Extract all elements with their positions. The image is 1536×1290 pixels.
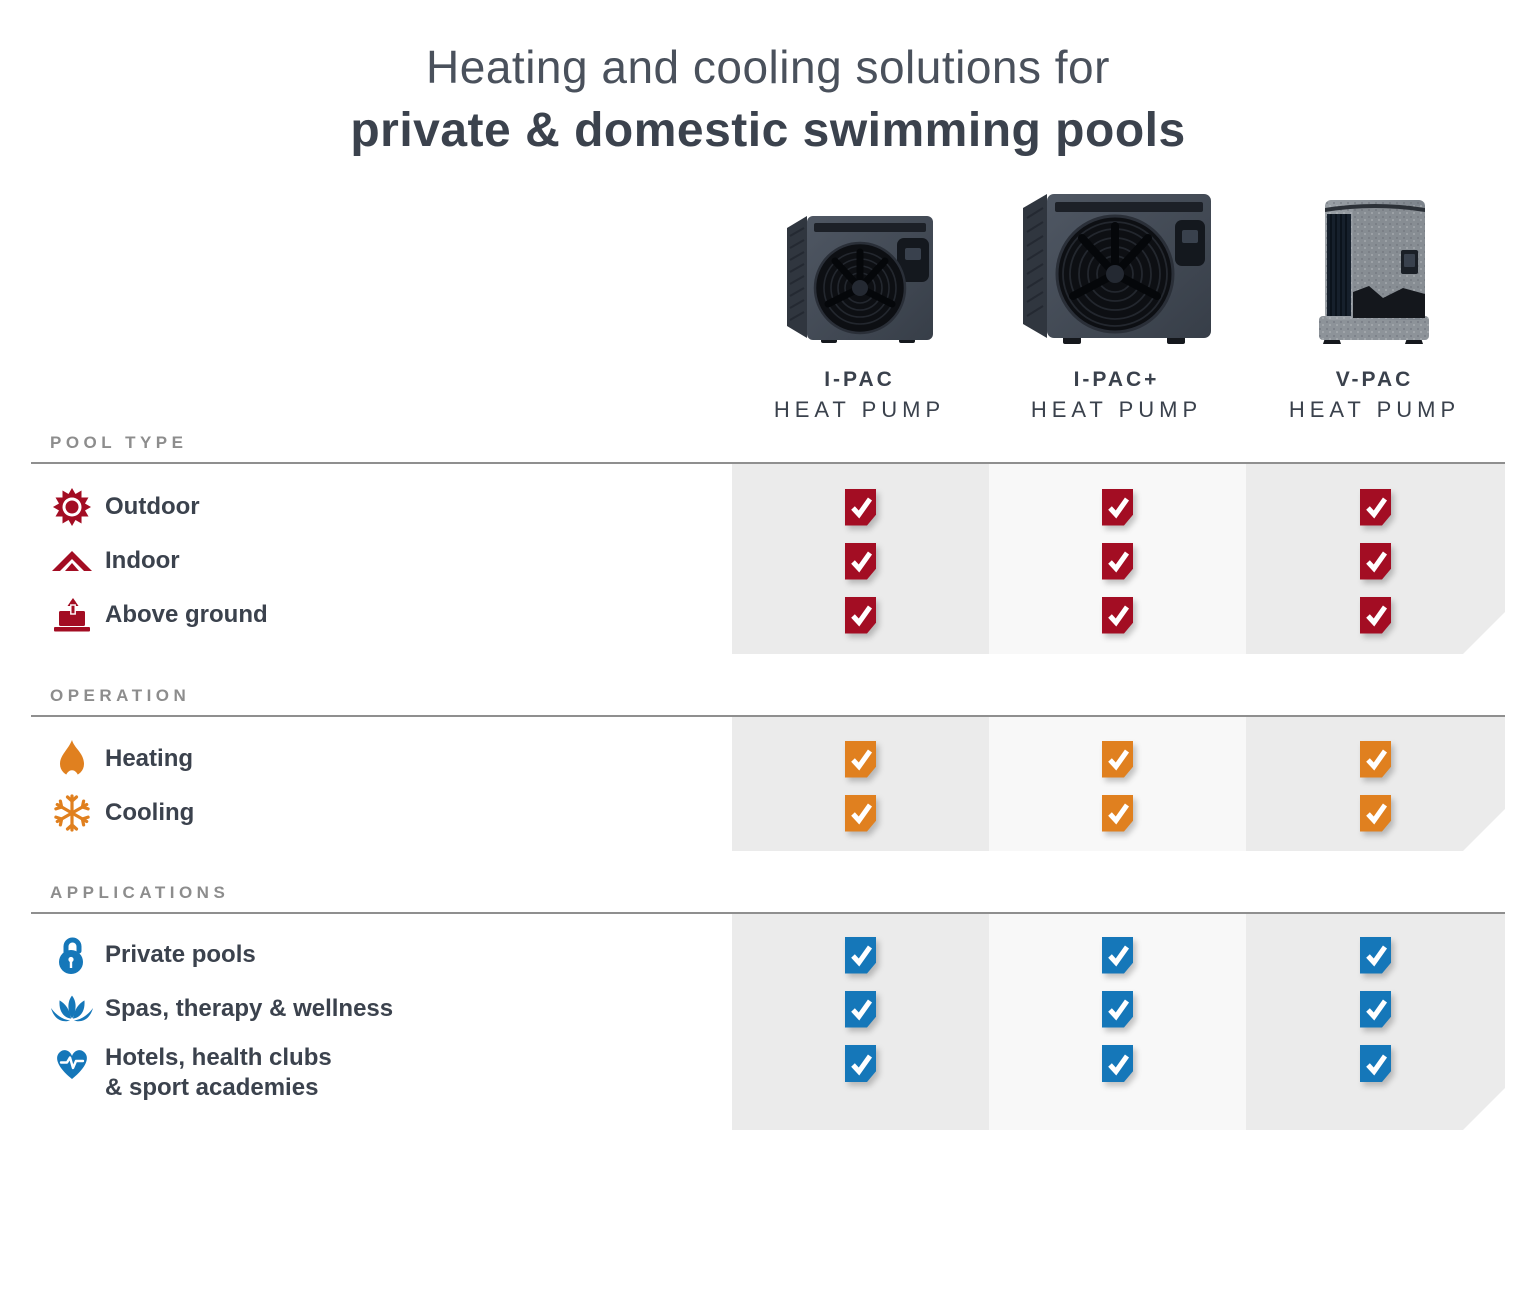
ipac-product-image [781, 184, 939, 346]
product-columns-header: I-PAC HEAT PUMP [731, 184, 1536, 423]
section-pool-type: POOL TYPE [31, 433, 1505, 654]
check-icon [845, 990, 876, 1028]
check-icon [845, 740, 876, 778]
check-icon [1102, 596, 1133, 634]
row-label: Hotels, health clubs & sport academies [105, 1043, 332, 1103]
title-line-2: private & domestic swimming pools [350, 104, 1186, 157]
product-ipac: I-PAC HEAT PUMP [731, 184, 988, 423]
check-icon [1102, 488, 1133, 526]
ipac-plus-name: I-PAC+ [1073, 368, 1160, 391]
check-icon [845, 542, 876, 580]
ipac-name: I-PAC [824, 368, 895, 391]
row-private-pools: Private pools [31, 928, 1505, 982]
check-icon [1102, 1045, 1133, 1082]
ipac-plus-product-image [1017, 184, 1217, 346]
comparison-table: POOL TYPE [31, 433, 1505, 1130]
row-label: Above ground [105, 601, 268, 628]
check-icon [845, 488, 876, 526]
row-label: Spas, therapy & wellness [105, 995, 394, 1022]
row-label-line2: & sport academies [105, 1074, 319, 1101]
row-spas-therapy-wellness: Spas, therapy & wellness [31, 982, 1505, 1036]
row-indoor: Indoor [31, 534, 1505, 588]
ipac-plus-type: HEAT PUMP [1030, 397, 1203, 422]
ipac-type: HEAT PUMP [773, 397, 946, 422]
pool-type-heading: POOL TYPE [50, 433, 188, 452]
snowflake-icon [50, 793, 94, 833]
sun-icon [50, 487, 94, 527]
check-icon [1102, 794, 1133, 832]
roof-icon [50, 548, 94, 574]
vpac-name: V-PAC [1335, 368, 1414, 391]
check-icon [1360, 542, 1391, 580]
check-icon [845, 936, 876, 974]
row-outdoor: Outdoor [31, 480, 1505, 534]
divider [31, 462, 1505, 464]
row-label: Indoor [105, 547, 180, 574]
check-icon [1102, 542, 1133, 580]
check-icon [1102, 740, 1133, 778]
row-label: Outdoor [105, 493, 200, 520]
row-label: Private pools [105, 941, 256, 968]
divider [31, 715, 1505, 717]
row-heating: Heating [31, 732, 1505, 786]
above-ground-pool-icon [50, 597, 94, 633]
check-icon [1360, 488, 1391, 526]
check-icon [1360, 1045, 1391, 1082]
check-icon [1360, 794, 1391, 832]
vpac-type: HEAT PUMP [1288, 397, 1461, 422]
vpac-product-image [1311, 184, 1439, 346]
check-icon [1360, 596, 1391, 634]
padlock-icon [50, 935, 94, 975]
divider [31, 912, 1505, 914]
title-line-1: Heating and cooling solutions for [426, 41, 1110, 93]
section-operation: OPERATION [31, 686, 1505, 851]
page-title: Heating and cooling solutions for privat… [0, 0, 1536, 158]
check-icon [845, 794, 876, 832]
row-label: Heating [105, 745, 194, 772]
product-ipac-plus: I-PAC+ HEAT PUMP [988, 184, 1245, 423]
check-icon [1102, 936, 1133, 974]
row-label-line1: Hotels, health clubs [105, 1044, 332, 1071]
check-icon [1360, 990, 1391, 1028]
check-icon [1102, 990, 1133, 1028]
row-label: Cooling [105, 799, 195, 826]
lotus-icon [50, 994, 94, 1024]
check-icon [845, 1045, 876, 1082]
row-above-ground: Above ground [31, 588, 1505, 642]
operation-heading: OPERATION [50, 686, 191, 705]
applications-heading: APPLICATIONS [50, 883, 230, 902]
row-hotels-health-clubs: Hotels, health clubs & sport academies [31, 1036, 1505, 1124]
section-applications: APPLICATIONS [31, 883, 1505, 1130]
heart-pulse-icon [50, 1047, 94, 1081]
check-icon [1360, 936, 1391, 974]
flame-icon [50, 739, 94, 779]
row-cooling: Cooling [31, 786, 1505, 840]
product-vpac: V-PAC HEAT PUMP [1245, 184, 1504, 423]
check-icon [845, 596, 876, 634]
check-icon [1360, 740, 1391, 778]
